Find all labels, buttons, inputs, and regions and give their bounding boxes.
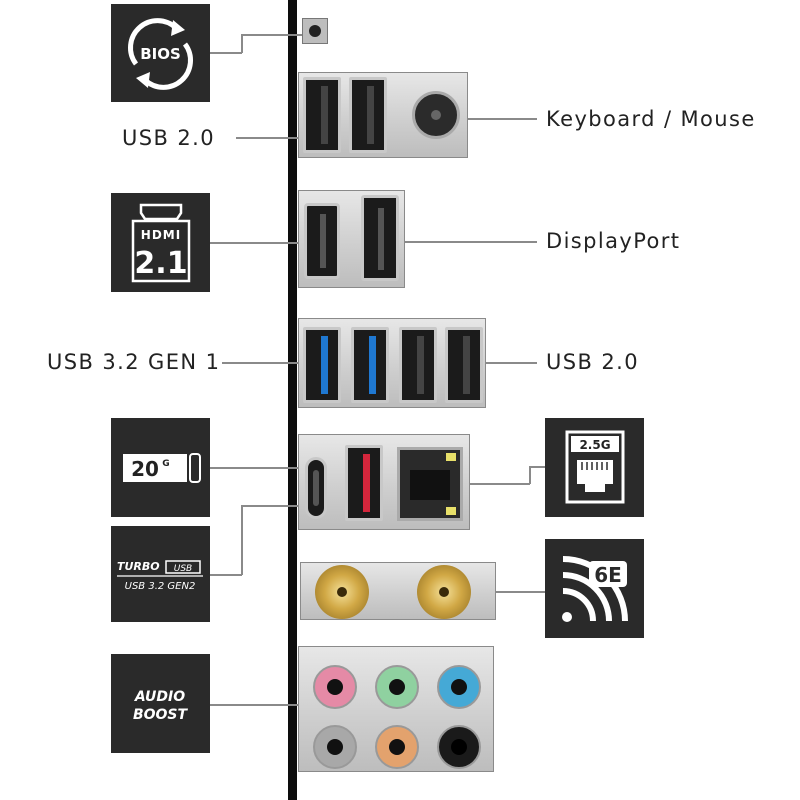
panel-wifi xyxy=(300,562,496,620)
usbc-speed-text: 20 xyxy=(131,457,159,481)
line-bios-2 xyxy=(241,34,305,36)
hdmi-port[interactable] xyxy=(304,203,340,279)
label-usb20-mid: USB 2.0 xyxy=(546,350,639,374)
usb32-gen1-port-1[interactable] xyxy=(303,327,341,403)
hdmi-badge: HDMI 2.1 xyxy=(111,193,210,292)
audio-boost-icon: AUDIO BOOST xyxy=(133,689,189,723)
usb20-port-4[interactable] xyxy=(445,327,483,403)
usbc-speed-icon: 20 G xyxy=(123,453,201,483)
bios-text: BIOS xyxy=(140,45,181,63)
bios-flashback-badge: BIOS xyxy=(111,4,210,102)
line-turbo xyxy=(210,574,242,576)
bios-refresh-icon: BIOS xyxy=(128,18,193,90)
line-hdmi xyxy=(210,242,318,244)
label-usb20-top: USB 2.0 xyxy=(122,126,215,150)
label-displayport: DisplayPort xyxy=(546,229,681,253)
hdmi-version: 2.1 xyxy=(134,246,187,281)
usb20-port-3[interactable] xyxy=(399,327,437,403)
hdmi-word: HDMI xyxy=(141,228,181,242)
line-displayport xyxy=(387,241,537,243)
line-keyboard xyxy=(445,118,537,120)
audio-line2: BOOST xyxy=(133,707,189,723)
wifi-icon: 6E xyxy=(562,556,628,622)
usbc-20g-port[interactable] xyxy=(305,457,327,519)
audio-jack-gray[interactable] xyxy=(313,725,357,769)
usbc-20g-badge: 20 G xyxy=(111,418,210,517)
label-usb32-gen1: USB 3.2 GEN 1 xyxy=(47,350,221,374)
lan-speed-text: 2.5G xyxy=(579,438,610,452)
label-keyboard-mouse: Keyboard / Mouse xyxy=(546,107,756,131)
audio-boost-badge: AUDIO BOOST xyxy=(111,654,210,753)
audio-jack-green[interactable] xyxy=(375,665,419,709)
usb32-gen1-port-2[interactable] xyxy=(351,327,389,403)
usbc-unit-text: G xyxy=(162,459,169,469)
wifi-6e-badge: 6E xyxy=(545,539,644,638)
line-bios-v xyxy=(241,34,243,53)
bios-flashback-button[interactable] xyxy=(302,18,328,44)
usb20-port-1[interactable] xyxy=(303,77,341,153)
ethernet-icon: 2.5G xyxy=(565,430,625,504)
audio-jack-pink[interactable] xyxy=(313,665,357,709)
audio-line1: AUDIO xyxy=(134,689,185,705)
turbo-gen-text: USB 3.2 GEN2 xyxy=(125,581,196,592)
line-turbo-v xyxy=(241,505,243,575)
panel-usbc-lan xyxy=(298,434,470,530)
panel-usb-quad xyxy=(298,318,486,408)
wifi-antenna-connector-2[interactable] xyxy=(417,565,471,619)
audio-jack-blue[interactable] xyxy=(437,665,481,709)
audio-jack-orange[interactable] xyxy=(375,725,419,769)
wifi-antenna-connector-1[interactable] xyxy=(315,565,369,619)
line-audio xyxy=(210,704,314,706)
displayport-port[interactable] xyxy=(361,195,399,281)
line-bios xyxy=(210,52,242,54)
turbo-usb-word: USB xyxy=(174,564,192,574)
lan-2-5g-badge: 2.5G xyxy=(545,418,644,517)
lan-2-5g-port[interactable] xyxy=(397,447,463,521)
panel-video xyxy=(298,190,405,288)
line-usb32 xyxy=(222,362,322,364)
panel-usb-ps2 xyxy=(298,72,468,158)
turbo-usb-icon: TURBO USB USB 3.2 GEN2 xyxy=(117,560,203,592)
io-shield-edge xyxy=(288,0,297,800)
line-usbc xyxy=(210,467,315,469)
line-lan-v xyxy=(529,466,531,484)
line-usb20-mid xyxy=(463,362,537,364)
line-lan xyxy=(430,483,530,485)
audio-jack-black[interactable] xyxy=(437,725,481,769)
usb32-gen2-port[interactable] xyxy=(345,445,383,521)
line-lan-2 xyxy=(529,466,545,468)
wifi-gen-text: 6E xyxy=(594,563,622,587)
ps2-keyboard-mouse-port[interactable] xyxy=(412,91,460,139)
line-usb20-top xyxy=(236,137,316,139)
usb20-port-2[interactable] xyxy=(349,77,387,153)
hdmi-connector-icon: HDMI 2.1 xyxy=(131,203,191,283)
turbo-word: TURBO xyxy=(117,560,160,573)
panel-audio xyxy=(298,646,494,772)
turbo-usb-badge: TURBO USB USB 3.2 GEN2 xyxy=(111,526,210,622)
